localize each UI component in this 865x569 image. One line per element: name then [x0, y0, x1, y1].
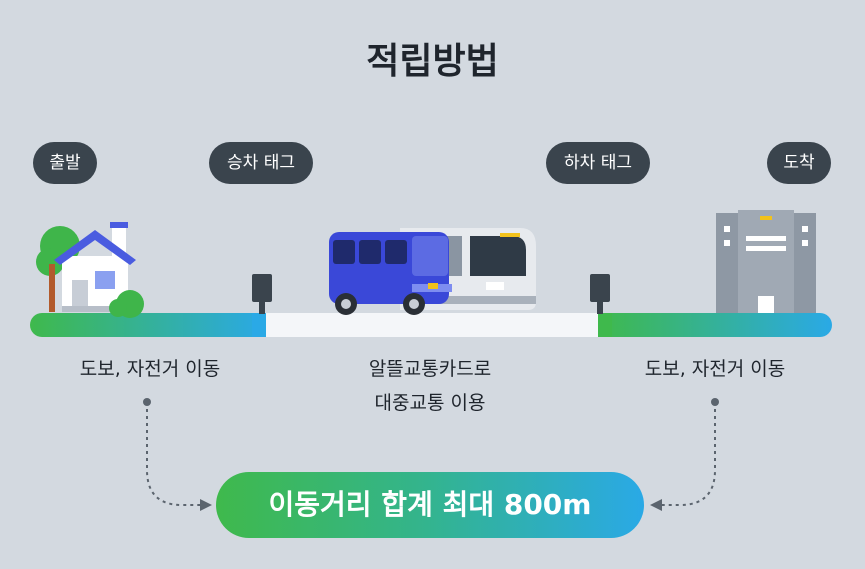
total-distance-banner: 이동거리 합계 최대 800m	[216, 472, 644, 538]
building-icon	[716, 210, 816, 313]
step-departure: 출발	[33, 142, 97, 184]
house-icon	[36, 222, 144, 318]
card-reader-icon-right	[590, 274, 610, 314]
bus-icon	[329, 232, 452, 315]
caption-middle-line2: 대중교통 이용	[374, 392, 486, 414]
step-arrival: 도착	[767, 142, 831, 184]
page-title: 적립방법	[366, 41, 499, 82]
caption-right: 도보, 자전거 이동	[644, 358, 786, 380]
connector-left	[146, 402, 200, 506]
arrow-left-icon	[200, 499, 212, 511]
transit-segment	[262, 313, 602, 337]
walk-segment-right	[598, 313, 832, 337]
step-board-tag: 승차 태그	[209, 142, 313, 184]
connector-right	[662, 402, 716, 506]
walk-segment-left	[30, 313, 266, 337]
card-reader-icon-left	[252, 274, 272, 314]
arrow-right-icon	[650, 499, 662, 511]
caption-middle-line1: 알뜰교통카드로	[368, 358, 492, 380]
step-alight-tag: 하차 태그	[546, 142, 650, 184]
caption-left: 도보, 자전거 이동	[79, 358, 221, 380]
